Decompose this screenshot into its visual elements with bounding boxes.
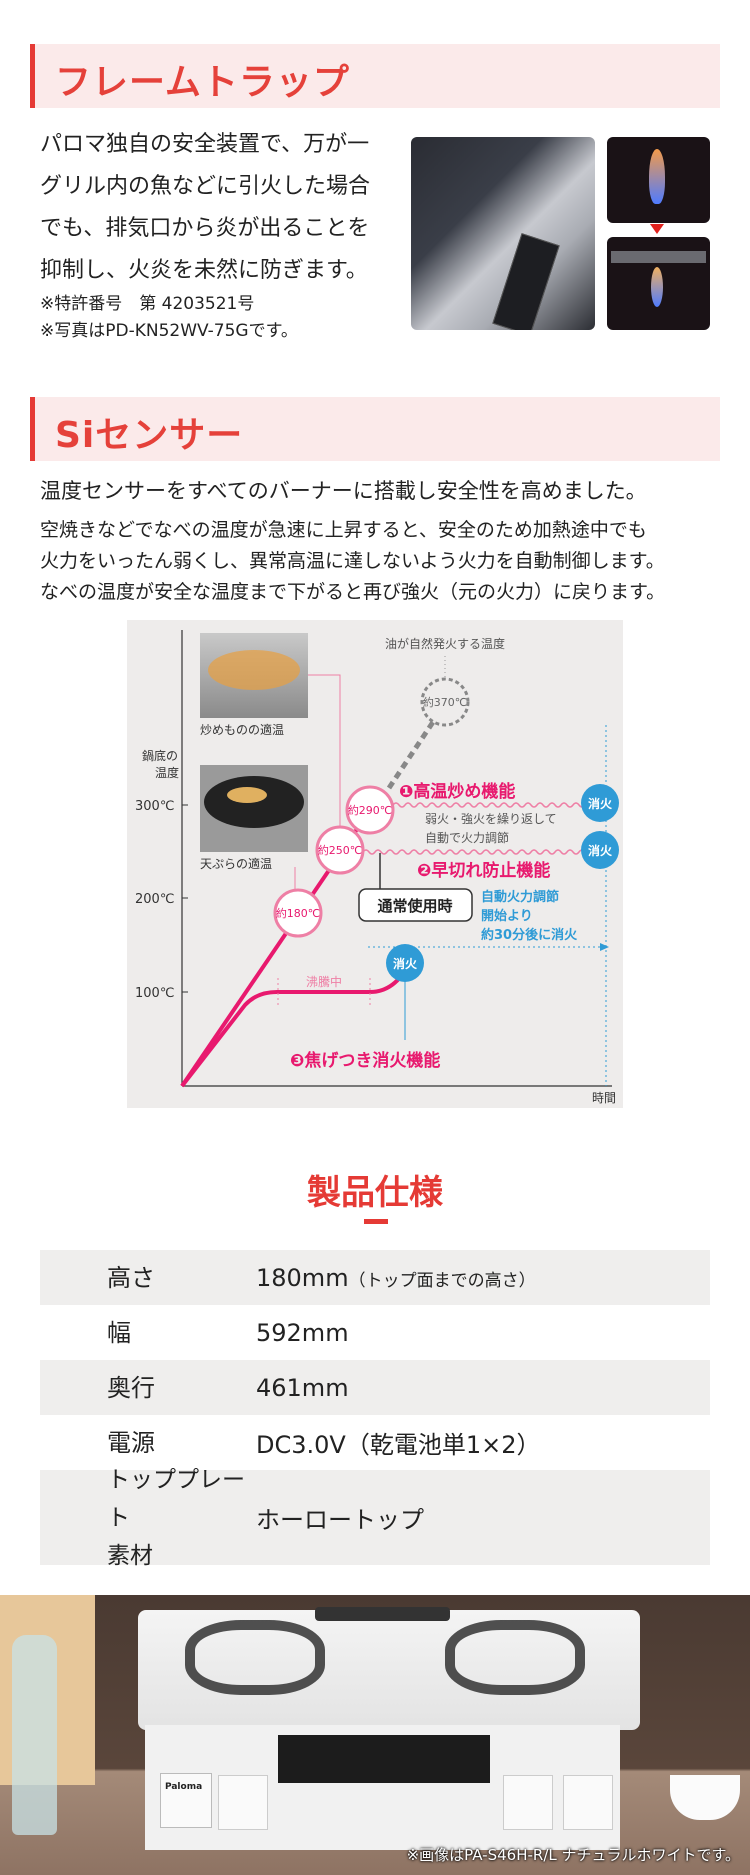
feature-3-label: ❸焦げつき消火機能 [290,1050,440,1071]
connector-line [308,674,341,828]
arrow-right-icon [600,943,609,951]
spec-row: 幅 592mm [40,1305,710,1360]
flame-trap-description: パロマ独自の安全装置で、万が一 グリル内の魚などに引火した場合 でも、排気口から… [40,124,410,292]
flame-after-photo [607,237,710,330]
spec-label: 奥行 [107,1373,155,1402]
spec-row: 電源 DC3.0V（乾電池単1×2） [40,1415,710,1470]
ignition-label: 油が自然発火する温度 [385,636,505,651]
stir-fry-caption: 炒めものの適温 [200,722,284,737]
spec-label: トッププレート 素材 [107,1466,245,1569]
section-title: フレームトラップ [55,62,350,103]
specs-title: 製品仕様 [307,1173,443,1213]
text-line: 空焼きなどでなべの温度が急速に上昇すると、安全のため加熱途中でも [40,519,647,541]
spec-value: 180mm [256,1263,349,1292]
extinguish-badge [581,831,619,869]
extinguish-label: 消火 [588,796,613,811]
temp-circle-250 [315,825,365,875]
feature-1-desc: 自動で火力調節 [425,830,509,845]
boiling-label: 沸騰中 [306,974,342,989]
arrow-down-icon [650,224,664,234]
flame-trap-heading: フレームトラップ [30,44,720,108]
feature-1-desc: 弱火・強火を繰り返して [425,812,557,826]
temp-label: 約290℃ [348,803,392,817]
spec-label: 高さ [107,1263,155,1292]
vent [315,1607,450,1621]
x-axis-label: 時間 [592,1091,616,1105]
extinguish-badge [581,784,619,822]
wave-line-1 [392,802,586,808]
temp-circle-180 [273,888,323,938]
feature-1-label: ❶高温炒め機能 [399,781,515,802]
y-axis-label: 温度 [155,765,179,780]
flame-icon [651,267,663,307]
y-tick-label: 300℃ [135,799,174,814]
grill-vent-cover [492,233,560,330]
temp-circle-290 [345,785,395,835]
y-axis-label: 鍋底の [142,748,178,763]
normal-use-label: 通常使用時 [377,897,452,915]
knob-grill[interactable] [563,1775,613,1830]
title-underline [364,1219,388,1224]
tempura-caption: 天ぷらの適温 [200,856,272,871]
spec-label: 幅 [107,1318,131,1347]
bottle [12,1635,57,1835]
flame-before-photo [607,137,710,223]
vegetables-icon [208,650,300,690]
spec-label: 電源 [107,1428,155,1457]
spec-row: 奥行 461mm [40,1360,710,1415]
si-sensor-description: 空焼きなどでなべの温度が急速に上昇すると、安全のため加熱途中でも 火力をいったん… [40,515,720,608]
brand-plate: Paloma [160,1773,212,1828]
text-line: 火力をいったん弱くし、異常高温に達しないよう火力を自動制御します。 [40,550,665,572]
text-line: でも、排気口から炎が出ることを [40,216,370,241]
si-sensor-heading: Siセンサー [30,397,720,461]
burner-grate-right [445,1620,585,1695]
photo-note: ※写真はPD-KN52WV-75Gです。 [40,321,298,341]
spec-note: （トップ面までの高さ） [348,1270,536,1291]
temp-circle-370 [420,677,470,727]
section-title: Siセンサー [55,415,244,456]
spec-value: 461mm [256,1373,349,1402]
bowl [670,1775,740,1820]
temperature-diagram: 炒めものの適温 天ぷらの適温 鍋底の 温度 時間 300℃ 200℃ 100℃ … [127,620,623,1108]
auto-note: 開始より [481,908,533,924]
text-line: グリル内の魚などに引火した場合 [40,174,371,199]
temp-label: 約250℃ [318,843,362,857]
flame-icon [649,149,665,204]
auto-note: 自動火力調節 [481,889,559,905]
burner-grate-left [185,1620,325,1695]
grill-window [278,1735,490,1783]
spec-row: トッププレート 素材ホーロートップ [40,1467,710,1569]
patent-note: ※特許番号 第 4203521号 [40,294,255,314]
temp-label: 約180℃ [276,906,320,920]
spec-value: 592mm [256,1318,349,1347]
auto-note: 約30分後に消火 [481,927,578,943]
wave-line-2 [362,849,592,855]
text-line: なべの温度が安全な温度まで下がると再び強火（元の火力）に戻ります。 [40,581,666,603]
extinguish-label: 消火 [588,843,613,858]
boiling-curve [180,973,404,1088]
spec-value: DC3.0V（乾電池単1×2） [256,1431,541,1459]
photo-caption: ※画像はPA-S46H-R/L ナチュラルホワイトです。 [406,1846,740,1864]
y-tick-label: 200℃ [135,892,174,907]
si-sensor-lead: 温度センサーをすべてのバーナーに搭載し安全性を高めました。 [40,479,647,503]
knob-left[interactable] [218,1775,268,1830]
text-line: パロマ独自の安全装置で、万が一 [40,132,370,157]
extinguish-label: 消火 [393,956,418,971]
y-tick-label: 100℃ [135,986,174,1001]
product-photo: Paloma ※画像はPA-S46H-R/L ナチュラルホワイトです。 [0,1595,750,1875]
feature-2-label: ❷早切れ防止機能 [417,860,550,881]
extinguish-badge [386,944,424,982]
temp-label: 約370℃ [423,695,467,709]
knob-right[interactable] [503,1775,553,1830]
flame-trap-photo [411,137,595,330]
tempura-icon [227,787,267,803]
ignition-curve [386,720,436,790]
spec-value: ホーロートップ [256,1506,424,1534]
text-line: 抑制し、火炎を未然に防ぎます。 [40,258,368,283]
normal-use-box [358,888,473,922]
spec-row: 高さ 180mm（トップ面までの高さ） [40,1250,710,1305]
mesh-icon [611,251,706,263]
